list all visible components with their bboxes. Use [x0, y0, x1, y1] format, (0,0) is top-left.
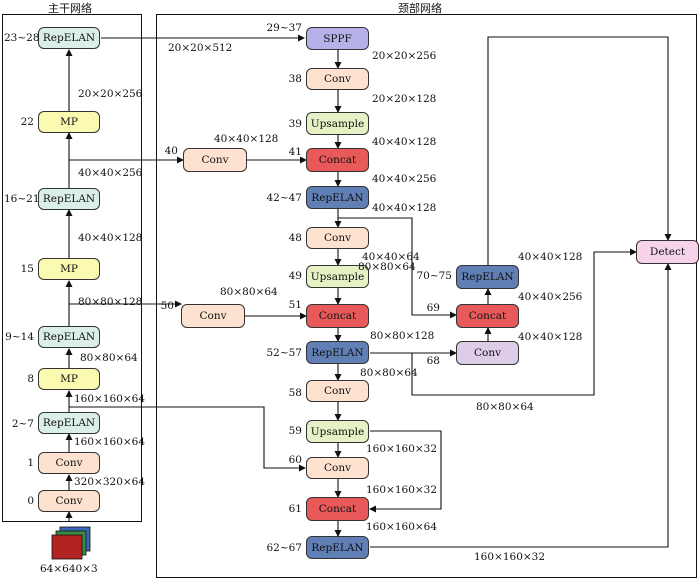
- dims-label: 160×160×32: [366, 443, 438, 455]
- dims-label: 80×80×64: [360, 367, 418, 379]
- dims-label: 80×80×64: [358, 261, 416, 273]
- index-label: 38: [288, 73, 302, 85]
- neck-upsample-59: Upsample: [306, 420, 369, 443]
- backbone-conv-1: Conv: [38, 452, 100, 474]
- index-label: 50: [160, 300, 174, 312]
- index-label: 41: [288, 146, 302, 158]
- dims-label: 80×80×64: [476, 401, 534, 413]
- neck-sppf-29: SPPF: [306, 27, 369, 50]
- dims-label: 40×40×256: [372, 173, 437, 185]
- dims-label: 40×40×128: [518, 251, 583, 263]
- detect-head: Detect: [636, 240, 699, 264]
- neck-concat-51: Concat: [306, 304, 369, 328]
- index-label: 29~37: [266, 22, 302, 34]
- index-label: 2~7: [11, 418, 34, 430]
- neck-concat-41: Concat: [306, 148, 369, 172]
- index-label: 0: [27, 495, 34, 507]
- dims-label: 40×40×64: [362, 251, 420, 263]
- backbone-mp-8: MP: [38, 368, 100, 390]
- neck-conv-38: Conv: [306, 68, 369, 90]
- neck-conv-48: Conv: [306, 227, 369, 249]
- dims-label: 20×20×512: [168, 42, 233, 54]
- neck-conv-58: Conv: [306, 380, 369, 402]
- neck-title: 颈部网络: [398, 2, 442, 15]
- backbone-repelan-2: RepELAN: [38, 412, 100, 434]
- index-label: 8: [27, 373, 34, 385]
- dims-label: 40×40×128: [372, 202, 437, 214]
- dims-label: 160×160×32: [366, 484, 438, 496]
- index-label: 58: [288, 387, 302, 399]
- neck-conv-60: Conv: [306, 457, 369, 479]
- index-label: 68: [426, 355, 440, 367]
- dims-label: 40×40×128: [372, 136, 437, 148]
- index-label: 52~57: [266, 347, 302, 359]
- dims-label: 40×40×128: [78, 232, 143, 244]
- neck-repelan-62: RepELAN: [306, 536, 369, 559]
- input-image-icon: [51, 526, 91, 560]
- backbone-frame: [2, 14, 142, 522]
- neck-repelan-42: RepELAN: [306, 186, 369, 209]
- index-label: 69: [426, 302, 440, 314]
- neck-conv-40: Conv: [183, 148, 247, 172]
- backbone-repelan-9: RepELAN: [38, 326, 100, 348]
- dims-label: 320×320×64: [74, 476, 146, 488]
- dims-label: 20×20×256: [78, 88, 143, 100]
- neck-repelan-70: RepELAN: [456, 265, 519, 289]
- neck-concat-61: Concat: [306, 497, 369, 521]
- index-label: 60: [288, 454, 302, 466]
- index-label: 61: [288, 503, 302, 515]
- input-dims-label: 64×640×3: [40, 563, 98, 575]
- dims-label: 40×40×256: [78, 167, 143, 179]
- backbone-conv-0: Conv: [38, 490, 100, 512]
- dims-label: 80×80×64: [220, 286, 278, 298]
- index-label: 15: [20, 263, 34, 275]
- index-label: 39: [288, 118, 302, 130]
- dims-label: 160×160×64: [366, 521, 438, 533]
- backbone-title: 主干网络: [48, 2, 92, 15]
- index-label: 1: [27, 457, 34, 469]
- neck-upsample-49: Upsample: [306, 265, 369, 288]
- neck-conv-50: Conv: [181, 304, 245, 328]
- index-label: 48: [288, 232, 302, 244]
- index-label: 40: [164, 145, 178, 157]
- index-label: 9~14: [5, 331, 34, 343]
- index-label: 16~21: [4, 193, 40, 205]
- index-label: 59: [288, 425, 302, 437]
- dims-label: 40×40×128: [214, 133, 279, 145]
- dims-label: 80×80×128: [78, 296, 143, 308]
- backbone-mp-22: MP: [38, 111, 100, 133]
- index-label: 23~28: [4, 32, 40, 44]
- index-label: 62~67: [266, 542, 302, 554]
- dims-label: 20×20×256: [372, 50, 437, 62]
- neck-concat-69: Concat: [456, 304, 519, 328]
- dims-label: 160×160×32: [474, 551, 546, 563]
- index-label: 42~47: [266, 192, 302, 204]
- index-label: 22: [20, 116, 34, 128]
- dims-label: 80×80×64: [80, 352, 138, 364]
- dims-label: 20×20×128: [372, 93, 437, 105]
- neck-repelan-52: RepELAN: [306, 341, 369, 364]
- dims-label: 80×80×128: [370, 330, 435, 342]
- neck-frame: [156, 14, 697, 578]
- neck-upsample-39: Upsample: [306, 112, 369, 135]
- backbone-repelan-23: RepELAN: [38, 27, 100, 49]
- index-label: 51: [288, 299, 302, 311]
- neck-conv-68: Conv: [456, 341, 519, 365]
- dims-label: 160×160×64: [74, 436, 146, 448]
- backbone-mp-15: MP: [38, 258, 100, 280]
- backbone-repelan-16: RepELAN: [38, 188, 100, 210]
- index-label: 49: [288, 270, 302, 282]
- dims-label: 40×40×256: [518, 291, 583, 303]
- dims-label: 160×160×64: [74, 393, 146, 405]
- index-label: 70~75: [416, 270, 452, 282]
- dims-label: 40×40×128: [518, 331, 583, 343]
